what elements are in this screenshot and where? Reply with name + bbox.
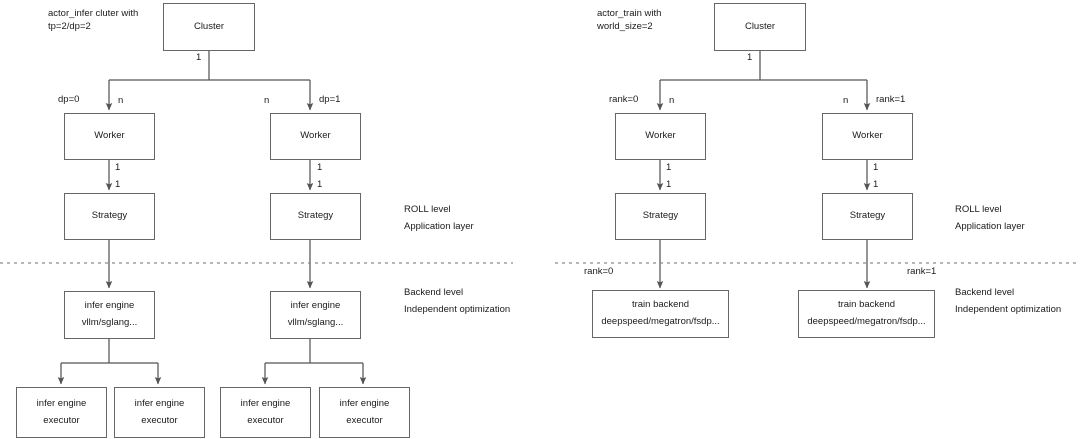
node-label: Strategy bbox=[849, 210, 886, 222]
layer-note-upper-left: ROLL level Application layer bbox=[404, 201, 474, 235]
edge-label-n-0-right: n bbox=[669, 95, 675, 106]
node-infer-engine-executor-0-1[interactable]: infer engine executor bbox=[114, 387, 205, 438]
caption-line-2: world_size=2 bbox=[597, 21, 653, 32]
edge-label-cluster-mult-right: 1 bbox=[747, 52, 753, 63]
node-train-backend-rank-1[interactable]: train backend deepspeed/megatron/fsdp... bbox=[798, 290, 935, 338]
edge-label-rank-1: rank=1 bbox=[876, 94, 906, 105]
edge-label-n-1-right: n bbox=[843, 95, 849, 106]
edge-label-dp-0: dp=0 bbox=[58, 94, 80, 105]
edge-label-n-0-left: n bbox=[118, 95, 124, 106]
node-worker-dp-1[interactable]: Worker bbox=[270, 113, 361, 160]
node-label-line-1: train backend bbox=[837, 299, 896, 311]
edge-label-rank-0: rank=0 bbox=[609, 94, 639, 105]
node-cluster-actor-infer[interactable]: Cluster bbox=[163, 3, 255, 51]
node-label-line-2: deepspeed/megatron/fsdp... bbox=[807, 316, 926, 327]
node-infer-engine-dp-1[interactable]: infer engine vllm/sglang... bbox=[270, 291, 361, 339]
note-line-2: Independent optimization bbox=[955, 304, 1062, 315]
note-line-2: Independent optimization bbox=[404, 304, 511, 315]
caption-line-1: actor_train with bbox=[597, 8, 662, 19]
node-infer-engine-executor-1-0[interactable]: infer engine executor bbox=[220, 387, 311, 438]
note-line-2: Application layer bbox=[404, 221, 474, 232]
node-label-line-1: train backend bbox=[631, 299, 690, 311]
node-cluster-actor-train[interactable]: Cluster bbox=[714, 3, 806, 51]
node-label-line-2: executor bbox=[247, 414, 284, 426]
edge-label-worker-strategy-bottom-1-right: 1 bbox=[873, 179, 879, 190]
node-label: Worker bbox=[94, 130, 125, 142]
node-label-line-2: executor bbox=[43, 414, 80, 426]
edge-label-worker-strategy-bottom-0-right: 1 bbox=[666, 179, 672, 190]
node-label-line-1: infer engine bbox=[240, 397, 291, 409]
node-label-line-1: infer engine bbox=[36, 397, 87, 409]
edge-label-worker-strategy-bottom-0-left: 1 bbox=[115, 179, 121, 190]
layer-note-upper-right: ROLL level Application layer bbox=[955, 201, 1025, 235]
caption-line-2: tp=2/dp=2 bbox=[48, 21, 91, 32]
edge-label-worker-strategy-top-1-left: 1 bbox=[317, 162, 323, 173]
node-label-line-2: executor bbox=[141, 414, 178, 426]
note-line-1: Backend level bbox=[404, 287, 464, 298]
node-worker-dp-0[interactable]: Worker bbox=[64, 113, 155, 160]
node-label: Worker bbox=[852, 130, 883, 142]
node-label-line-2: executor bbox=[346, 414, 383, 426]
edge-label-worker-strategy-top-0-right: 1 bbox=[666, 162, 672, 173]
node-label: Cluster bbox=[744, 20, 776, 32]
node-strategy-dp-0[interactable]: Strategy bbox=[64, 193, 155, 240]
edge-label-cluster-mult-left: 1 bbox=[196, 52, 202, 63]
node-strategy-dp-1[interactable]: Strategy bbox=[270, 193, 361, 240]
note-line-1: ROLL level bbox=[404, 204, 451, 215]
node-strategy-rank-1[interactable]: Strategy bbox=[822, 193, 913, 240]
note-line-1: ROLL level bbox=[955, 204, 1002, 215]
node-label-line-1: infer engine bbox=[84, 300, 135, 312]
node-infer-engine-executor-0-0[interactable]: infer engine executor bbox=[16, 387, 107, 438]
node-strategy-rank-0[interactable]: Strategy bbox=[615, 193, 706, 240]
node-label: Strategy bbox=[642, 210, 679, 222]
node-label-line-2: vllm/sglang... bbox=[81, 317, 138, 328]
caption-line-1: actor_infer cluter with bbox=[48, 8, 139, 19]
edge-label-backend-rank-0: rank=0 bbox=[584, 266, 614, 277]
node-infer-engine-executor-1-1[interactable]: infer engine executor bbox=[319, 387, 410, 438]
edge-label-backend-rank-1: rank=1 bbox=[907, 266, 937, 277]
node-label: Cluster bbox=[193, 20, 225, 32]
node-label: Worker bbox=[300, 130, 331, 142]
note-line-1: Backend level bbox=[955, 287, 1015, 298]
note-line-2: Application layer bbox=[955, 221, 1025, 232]
node-infer-engine-dp-0[interactable]: infer engine vllm/sglang... bbox=[64, 291, 155, 339]
node-worker-rank-0[interactable]: Worker bbox=[615, 113, 706, 160]
node-label-line-1: infer engine bbox=[339, 397, 390, 409]
edge-label-dp-1: dp=1 bbox=[319, 94, 341, 105]
edge-label-worker-strategy-bottom-1-left: 1 bbox=[317, 179, 323, 190]
node-worker-rank-1[interactable]: Worker bbox=[822, 113, 913, 160]
node-train-backend-rank-0[interactable]: train backend deepspeed/megatron/fsdp... bbox=[592, 290, 729, 338]
panel-caption-actor-train: actor_train with world_size=2 bbox=[597, 7, 661, 33]
edge-label-n-1-left: n bbox=[264, 95, 270, 106]
node-label: Strategy bbox=[297, 210, 334, 222]
panel-caption-actor-infer: actor_infer cluter with tp=2/dp=2 bbox=[48, 7, 138, 33]
layer-note-lower-right: Backend level Independent optimization bbox=[955, 284, 1061, 318]
node-label: Strategy bbox=[91, 210, 128, 222]
node-label-line-2: deepspeed/megatron/fsdp... bbox=[601, 316, 720, 327]
node-label-line-2: vllm/sglang... bbox=[287, 317, 344, 328]
edge-label-worker-strategy-top-1-right: 1 bbox=[873, 162, 879, 173]
node-label-line-1: infer engine bbox=[134, 397, 185, 409]
edge-label-worker-strategy-top-0-left: 1 bbox=[115, 162, 121, 173]
layer-note-lower-left: Backend level Independent optimization bbox=[404, 284, 510, 318]
node-label-line-1: infer engine bbox=[290, 300, 341, 312]
node-label: Worker bbox=[645, 130, 676, 142]
